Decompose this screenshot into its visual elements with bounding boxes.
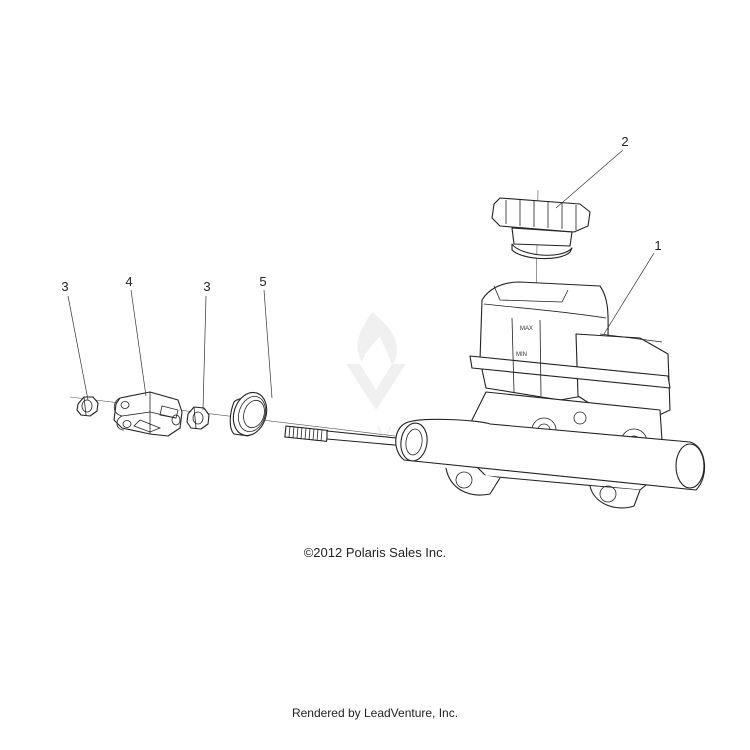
- leader-line-5: [263, 289, 273, 399]
- master-cylinder-body: MAX MIN: [395, 281, 706, 509]
- rendered-by-credit: Rendered by LeadVenture, Inc.: [291, 706, 459, 720]
- callout-2: 2: [621, 134, 628, 149]
- boot-seal: [229, 391, 268, 437]
- callout-1: 1: [654, 238, 661, 253]
- callout-4: 4: [125, 274, 132, 289]
- hex-nut-left: [76, 396, 99, 417]
- reservoir-max-mark: MAX: [520, 326, 533, 332]
- hex-nut-right: [186, 406, 210, 430]
- copyright-notice: ©2012 Polaris Sales Inc.: [303, 545, 447, 560]
- clevis: [113, 391, 183, 437]
- leader-line-3b: [202, 295, 207, 411]
- callout-3-left: 3: [61, 279, 68, 294]
- leader-line-2: [555, 149, 624, 209]
- leader-line-1: [603, 252, 655, 335]
- callout-5: 5: [259, 274, 266, 289]
- callout-3-right: 3: [203, 279, 210, 294]
- leader-line-3a: [67, 295, 89, 401]
- reservoir-min-mark: MIN: [516, 352, 527, 358]
- push-rod: [284, 425, 407, 447]
- reservoir-cap: [491, 197, 591, 260]
- leader-line-4: [130, 289, 147, 397]
